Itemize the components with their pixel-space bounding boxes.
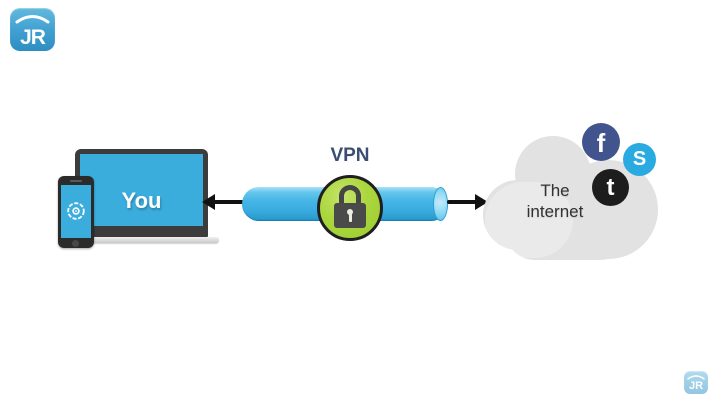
- keyhole-stem: [348, 214, 352, 222]
- skype-glyph: S: [632, 148, 647, 170]
- internet-label: The internet: [505, 180, 605, 222]
- vpn-tunnel-end-cap: [433, 187, 448, 221]
- jr-logo-text: JR: [688, 380, 704, 392]
- vpn-label: VPN: [330, 145, 370, 166]
- twitter-glyph: t: [606, 173, 615, 201]
- arrow-to-you-head-icon: [202, 194, 215, 210]
- jr-logo-arc-icon: [687, 375, 705, 380]
- phone-speaker: [70, 180, 82, 182]
- internet-label-line2: internet: [526, 202, 584, 221]
- laptop-screen: You: [80, 154, 203, 226]
- twitter-icon: t: [592, 169, 629, 206]
- jr-logo-text: JR: [20, 26, 46, 49]
- facebook-glyph: f: [596, 128, 606, 158]
- jr-logo-arc-icon: [15, 15, 50, 24]
- phone-logo-icon: [67, 202, 85, 220]
- lock-shackle: [339, 185, 361, 205]
- keyhole: [347, 209, 353, 215]
- facebook-icon: f: [582, 123, 620, 161]
- arrow-to-you-line: [213, 200, 244, 204]
- you-label: You: [121, 188, 162, 213]
- lock-icon: [317, 175, 383, 241]
- internet-cloud: The internet: [483, 136, 658, 264]
- skype-icon: S: [623, 143, 656, 176]
- phone-home-button: [72, 240, 79, 247]
- laptop-base: [78, 237, 219, 243]
- cloud-highlight: [485, 182, 573, 258]
- arrow-to-internet-line: [447, 200, 477, 204]
- jr-logo-watermark: JR: [684, 371, 708, 394]
- jr-logo-top: JR: [10, 8, 55, 51]
- internet-label-line1: The: [540, 181, 570, 200]
